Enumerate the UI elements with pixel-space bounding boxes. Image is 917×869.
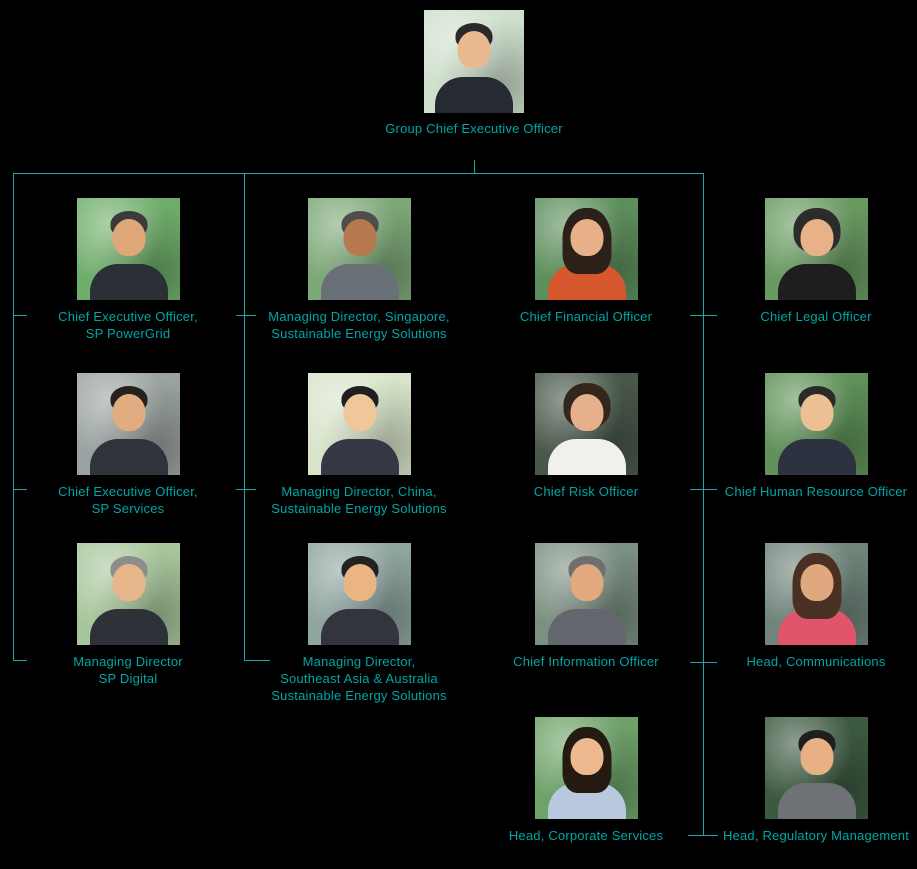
- connector-tick-left-r2: [13, 489, 27, 490]
- head-shape: [112, 394, 145, 431]
- person-title: Head, Regulatory Management: [722, 828, 910, 843]
- person-title: Head, Communications: [746, 654, 886, 669]
- connector-tick-left-r1: [13, 315, 27, 316]
- head-shape: [343, 394, 376, 431]
- portrait-photo: [308, 373, 411, 475]
- torso-shape: [320, 439, 399, 475]
- head-shape: [570, 738, 603, 775]
- person-title: Chief Executive Officer, SP PowerGrid: [58, 309, 198, 341]
- connector-rail-right: [703, 173, 704, 836]
- torso-shape: [547, 439, 626, 475]
- connector-tick-mid-r2: [236, 489, 256, 490]
- connector-root-stub: [474, 160, 475, 173]
- person-title: Managing Director, China, Sustainable En…: [271, 484, 447, 516]
- head-shape: [570, 564, 603, 601]
- portrait-photo: [308, 543, 411, 645]
- head-shape: [457, 31, 491, 68]
- connector-tick-right-r4: [688, 835, 718, 836]
- portrait-photo: [535, 717, 638, 819]
- head-shape: [570, 219, 603, 256]
- person-title: Managing Director, Southeast Asia & Aust…: [271, 654, 447, 703]
- torso-shape: [89, 609, 168, 645]
- connector-tick-mid-r3: [244, 660, 270, 661]
- torso-shape: [547, 609, 626, 645]
- person-title: Chief Executive Officer, SP Services: [58, 484, 198, 516]
- portrait-photo: [424, 10, 524, 113]
- torso-shape: [435, 77, 513, 113]
- connector-tick-right-r2: [690, 489, 717, 490]
- person-title: Managing Director SP Digital: [73, 654, 183, 686]
- person-title: Chief Risk Officer: [533, 484, 639, 499]
- portrait-photo: [77, 373, 180, 475]
- connector-tick-right-r1: [690, 315, 717, 316]
- portrait-photo: [765, 198, 868, 300]
- portrait-photo: [765, 373, 868, 475]
- head-shape: [800, 219, 833, 256]
- head-shape: [343, 564, 376, 601]
- person-title: Chief Human Resource Officer: [724, 484, 908, 499]
- portrait-photo: [308, 198, 411, 300]
- torso-shape: [320, 264, 399, 300]
- torso-shape: [320, 609, 399, 645]
- connector-tick-mid-r1: [236, 315, 256, 316]
- head-shape: [343, 219, 376, 256]
- portrait-photo: [535, 543, 638, 645]
- portrait-photo: [765, 543, 868, 645]
- head-shape: [800, 564, 833, 601]
- portrait-photo: [765, 717, 868, 819]
- person-title: Chief Financial Officer: [519, 309, 653, 324]
- portrait-photo: [77, 543, 180, 645]
- person-title: Group Chief Executive Officer: [385, 121, 563, 136]
- head-shape: [800, 394, 833, 431]
- portrait-photo: [535, 373, 638, 475]
- connector-tick-right-r3: [690, 662, 717, 663]
- head-shape: [800, 738, 833, 775]
- connector-top-rail: [13, 173, 704, 174]
- head-shape: [112, 219, 145, 256]
- person-title: Managing Director, Singapore, Sustainabl…: [268, 309, 450, 341]
- portrait-photo: [77, 198, 180, 300]
- person-title: Chief Legal Officer: [760, 309, 872, 324]
- portrait-photo: [535, 198, 638, 300]
- connector-rail-mid: [244, 173, 245, 661]
- connector-rail-left: [13, 173, 14, 661]
- torso-shape: [89, 439, 168, 475]
- torso-shape: [777, 264, 856, 300]
- torso-shape: [777, 783, 856, 819]
- head-shape: [112, 564, 145, 601]
- torso-shape: [777, 439, 856, 475]
- person-title: Chief Information Officer: [513, 654, 659, 669]
- torso-shape: [89, 264, 168, 300]
- connector-tick-left-r3: [13, 660, 27, 661]
- person-title: Head, Corporate Services: [508, 828, 664, 843]
- head-shape: [570, 394, 603, 431]
